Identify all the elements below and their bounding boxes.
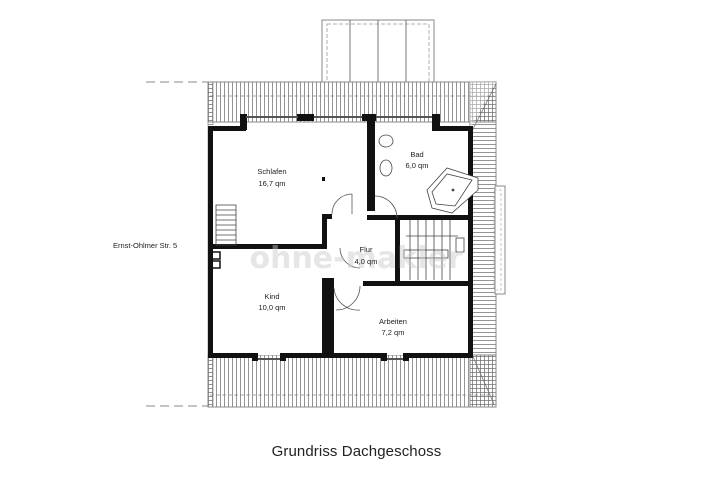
- room-area-flur: 4,0 qm: [355, 257, 378, 266]
- staircase-main: [403, 220, 465, 280]
- street-reference-lines: [146, 81, 208, 407]
- room-name-kind: Kind: [264, 292, 279, 301]
- room-labels: Schlafen 16,7 qm Bad 6,0 qm Flur 4,0 qm …: [257, 150, 428, 337]
- watermark: ohne-makler: [249, 241, 462, 276]
- room-name-arbeiten: Arbeiten: [379, 317, 407, 326]
- doors: [331, 193, 398, 311]
- room-name-schlafen: Schlafen: [257, 167, 286, 176]
- drawing-title: Grundriss Dachgeschoss: [271, 443, 442, 460]
- dormer-balcony: [321, 19, 435, 83]
- room-area-bad: 6,0 qm: [406, 161, 429, 170]
- room-area-kind: 10,0 qm: [258, 303, 285, 312]
- walls: [208, 114, 473, 361]
- room-area-arbeiten: 7,2 qm: [382, 328, 405, 337]
- room-name-bad: Bad: [410, 150, 423, 159]
- staircase-left: [215, 204, 237, 246]
- room-area-schlafen: 16,7 qm: [258, 179, 285, 188]
- street-label: Ernst-Ohlmer Str. 5: [113, 241, 178, 250]
- roof-hatch: [207, 81, 506, 408]
- room-name-flur: Flur: [360, 245, 373, 254]
- bathroom-fixtures: [378, 134, 479, 214]
